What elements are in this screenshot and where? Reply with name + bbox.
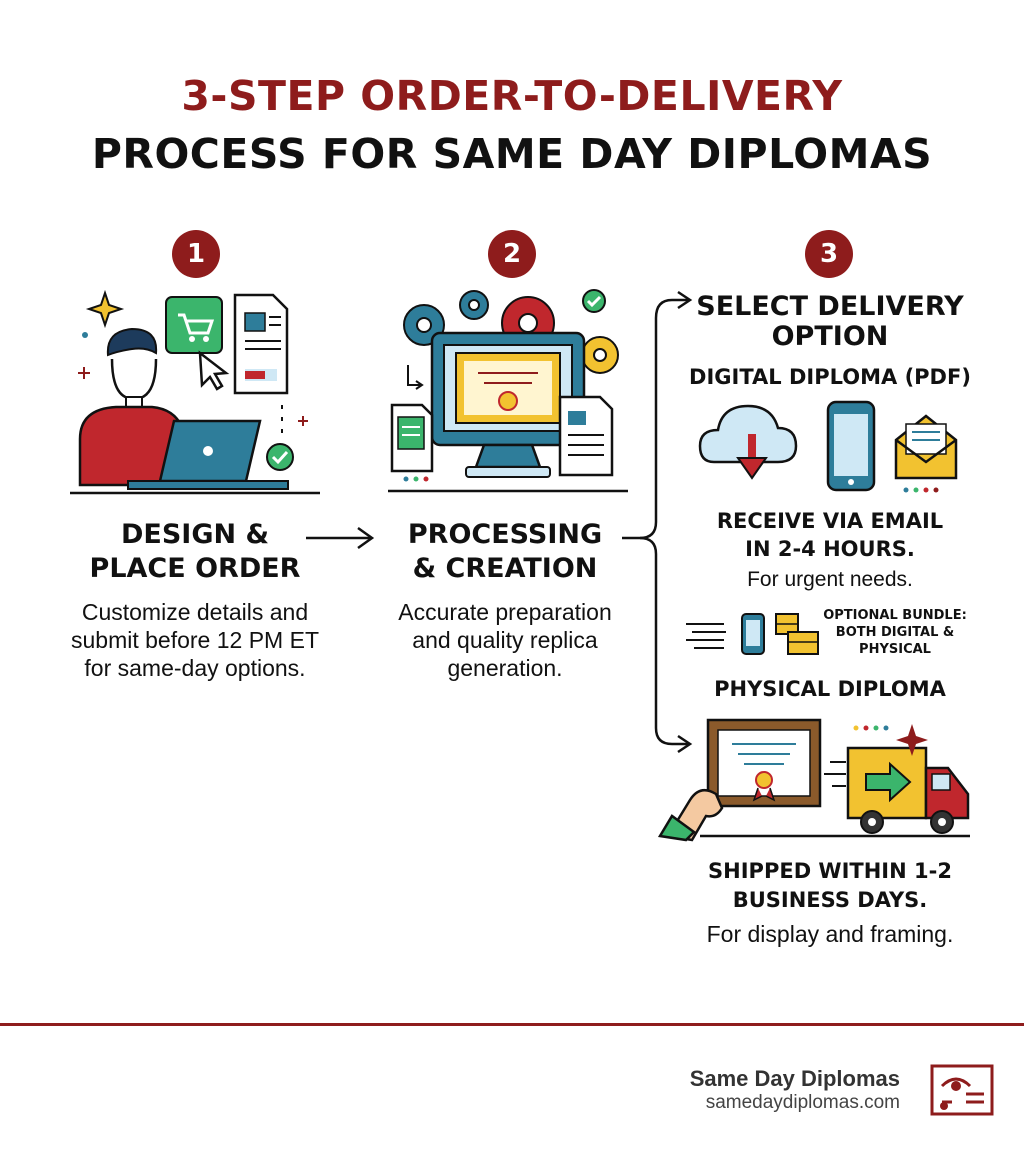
cloud-download-icon	[698, 404, 798, 480]
physical-note: For display and framing.	[706, 921, 954, 947]
step-1-desc-line-1: Customize details and	[81, 599, 309, 625]
step-2-desc-line-2: and quality replica	[412, 627, 598, 653]
person-laptop-cart-icon	[70, 289, 320, 495]
delivery-truck-icon	[824, 746, 970, 834]
branch-bracket	[622, 290, 693, 754]
physical-line-1: SHIPPED WITHIN 1-2	[708, 859, 952, 883]
framed-diploma-icon	[706, 718, 822, 808]
digital-delivery-icons	[698, 400, 958, 493]
step-2-heading-line-1: PROCESSING	[407, 519, 603, 550]
step-3-heading-line-1: SELECT DELIVERY	[696, 291, 964, 322]
step-1-heading-line-1: DESIGN &	[120, 519, 270, 550]
digital-line-1: RECEIVE VIA EMAIL	[716, 509, 944, 533]
hand-icon	[657, 788, 724, 842]
step-3-heading-line-2: OPTION	[771, 321, 889, 352]
step-2-desc-line-3: generation.	[447, 655, 563, 681]
email-envelope-icon	[894, 414, 958, 480]
footer-brand: Same Day Diplomas	[689, 1066, 900, 1091]
bundle-line-2: BOTH DIGITAL &	[835, 625, 955, 640]
physical-line-2: BUSINESS DAYS.	[732, 888, 928, 912]
digital-note: For urgent needs.	[747, 568, 913, 591]
digital-option-title: DIGITAL DIPLOMA (PDF)	[689, 365, 971, 389]
step-1-desc-line-2: submit before 12 PM ET	[71, 627, 319, 653]
digital-line-2: IN 2-4 HOURS.	[745, 537, 915, 561]
step-2-badge: 2	[488, 230, 536, 278]
monitor-gears-certificate-icon	[388, 289, 628, 493]
physical-option-title: PHYSICAL DIPLOMA	[714, 677, 946, 701]
footer-divider	[0, 1023, 1024, 1026]
smartphone-icon	[826, 400, 876, 492]
step-2-desc-line-1: Accurate preparation	[398, 599, 612, 625]
diploma-logo-icon	[930, 1064, 994, 1116]
bundle-line-3: PHYSICAL	[859, 642, 931, 657]
title-line-1: 3-STEP ORDER-TO-DELIVERY	[181, 72, 843, 120]
footer-url: samedaydiplomas.com	[705, 1092, 900, 1113]
physical-delivery-icons	[657, 718, 970, 842]
step-1-badge: 1	[172, 230, 220, 278]
arrow-step1-to-step2	[306, 526, 375, 550]
step-1-heading-line-2: PLACE ORDER	[89, 553, 301, 584]
bundle-icon	[686, 613, 819, 655]
title-line-2: PROCESS FOR SAME DAY DIPLOMAS	[91, 130, 933, 178]
bundle-line-1: OPTIONAL BUNDLE:	[823, 608, 967, 623]
step-2-heading-line-2: & CREATION	[412, 553, 598, 584]
step-1-desc-line-3: for same-day options.	[84, 655, 306, 681]
step-3-badge: 3	[805, 230, 853, 278]
